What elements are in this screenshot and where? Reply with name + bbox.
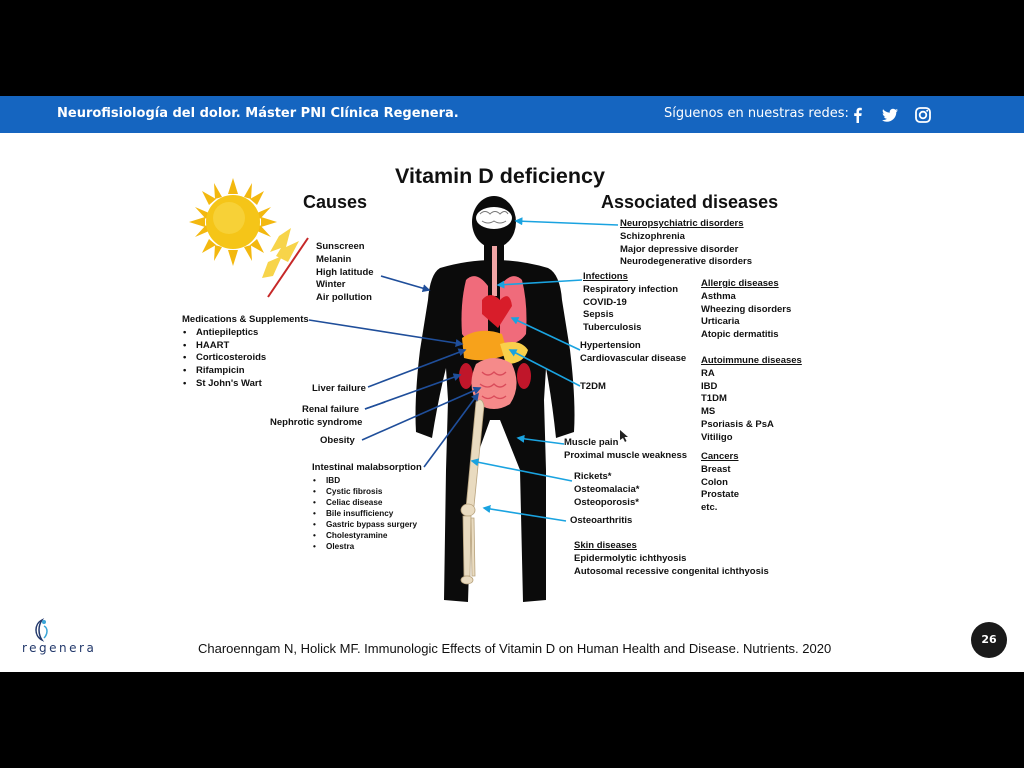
- intestinal-item: Bile insufficiency: [313, 508, 422, 519]
- skin-heading: Skin diseases: [574, 540, 637, 551]
- sun-icon: [189, 178, 277, 266]
- autoimmune-group: Autoimmune diseases RA IBD T1DM MS Psori…: [701, 355, 802, 445]
- medication-item: St John's Wart: [183, 378, 309, 391]
- regenera-logo: regenera: [20, 618, 94, 662]
- nephrotic-syndrome-label: Nephrotic syndrome: [270, 417, 363, 428]
- cause-item: Air pollution: [316, 292, 372, 304]
- disease-item: Respiratory infection: [583, 283, 679, 295]
- intestinal-item: Olestra: [313, 541, 422, 552]
- intestinal-heading: Intestinal malabsorption: [312, 462, 422, 473]
- hypertension-label: Hypertension: [580, 340, 641, 351]
- leg-bones-icon: [460, 399, 485, 585]
- disease-item: COVID-19: [583, 296, 627, 308]
- intestinal-item: IBD: [313, 475, 422, 486]
- disease-item: Vitiligo: [701, 431, 733, 443]
- t2dm-label: T2DM: [580, 381, 606, 392]
- allergic-group: Allergic diseases Asthma Wheezing disord…: [701, 278, 791, 342]
- disease-item: Breast: [701, 463, 731, 475]
- disease-item: Neurodegenerative disorders: [620, 256, 752, 268]
- cancers-heading: Cancers: [701, 451, 739, 462]
- muscle-group: Muscle pain Proximal muscle weakness: [564, 437, 687, 463]
- muscle-pain-label: Muscle pain: [564, 437, 619, 448]
- muscle-weakness-label: Proximal muscle weakness: [564, 449, 688, 461]
- blocked-sun-rays-icon: [262, 228, 309, 298]
- instagram-icon[interactable]: [913, 105, 933, 125]
- intestinal-item: Celiac disease: [313, 497, 422, 508]
- disease-item: Autosomal recessive congenital ichthyosi…: [574, 565, 769, 577]
- disease-item: Prostate: [701, 489, 740, 501]
- cancers-group: Cancers Breast Colon Prostate etc.: [701, 451, 739, 515]
- disease-item: Sepsis: [583, 309, 614, 321]
- disease-item: T1DM: [701, 393, 727, 405]
- disease-item: Urticaria: [701, 316, 740, 328]
- disease-item: Tuberculosis: [583, 322, 642, 334]
- disease-item: Schizophrenia: [620, 230, 685, 242]
- disease-item: Colon: [701, 476, 728, 488]
- cardiovascular-label: Cardiovascular disease: [580, 352, 687, 364]
- course-title: Neurofisiología del dolor. Máster PNI Cl…: [57, 106, 459, 121]
- top-banner: Neurofisiología del dolor. Máster PNI Cl…: [0, 96, 1024, 133]
- intestinal-malabsorption-group: Intestinal malabsorption IBD Cystic fibr…: [312, 462, 422, 552]
- cause-item: Melanin: [316, 253, 352, 265]
- social-label: Síguenos en nuestras redes:: [664, 106, 849, 121]
- bone-item: Osteoporosis*: [574, 496, 639, 508]
- regenera-logo-icon: [35, 618, 48, 642]
- environment-causes: Sunscreen Melanin High latitude Winter A…: [316, 241, 374, 305]
- medication-item: Rifampicin: [183, 365, 309, 378]
- disease-item: Epidermolytic ichthyosis: [574, 552, 687, 564]
- slide-title: Vitamin D deficiency: [395, 164, 605, 188]
- disease-item: MS: [701, 406, 716, 418]
- neuropsychiatric-group: Neuropsychiatric disorders Schizophrenia…: [620, 218, 752, 269]
- disease-item: Psoriasis & PsA: [701, 418, 774, 430]
- internal-organs-icon: [459, 246, 531, 409]
- causes-heading: Causes: [303, 192, 368, 212]
- brain-icon: [476, 207, 512, 229]
- medications-group: Medications & Supplements Antiepileptics…: [182, 314, 309, 391]
- citation: Charoenngam N, Holick MF. Immunologic Ef…: [198, 641, 832, 656]
- disease-item: IBD: [701, 380, 718, 392]
- disease-item: RA: [701, 367, 715, 379]
- mouse-cursor-icon: [620, 430, 628, 442]
- intestinal-item: Cystic fibrosis: [313, 486, 422, 497]
- associated-diseases-heading: Associated diseases: [601, 192, 779, 212]
- infections-heading: Infections: [583, 271, 628, 282]
- disease-item: Atopic dermatitis: [701, 329, 779, 341]
- obesity-label: Obesity: [320, 435, 355, 446]
- logo-text: regenera: [22, 641, 97, 655]
- cause-item: Winter: [316, 279, 346, 291]
- twitter-icon[interactable]: [880, 105, 900, 125]
- cardiovascular-group: Hypertension Cardiovascular disease: [580, 340, 686, 366]
- facebook-icon[interactable]: [848, 105, 868, 125]
- disease-item: Major depressive disorder: [620, 243, 739, 255]
- autoimmune-heading: Autoimmune diseases: [701, 355, 802, 366]
- bone-item: Rickets*: [574, 471, 612, 482]
- medication-item: Corticosteroids: [183, 352, 309, 365]
- intestinal-item: Cholestyramine: [313, 530, 422, 541]
- medications-heading: Medications & Supplements: [182, 314, 309, 325]
- skin-group: Skin diseases Epidermolytic ichthyosis A…: [574, 540, 769, 578]
- disease-item: etc.: [701, 502, 718, 514]
- renal-failure-label: Renal failure: [302, 404, 360, 415]
- bone-item: Osteomalacia*: [574, 483, 640, 495]
- liver-failure-label: Liver failure: [312, 383, 366, 394]
- cause-item: Sunscreen: [316, 241, 365, 252]
- cause-item: High latitude: [316, 266, 374, 278]
- infections-group: Infections Respiratory infection COVID-1…: [583, 271, 678, 335]
- page-number-badge: 26: [971, 622, 1007, 658]
- disease-item: Wheezing disorders: [701, 303, 792, 315]
- osteoarthritis-label: Osteoarthritis: [570, 515, 633, 526]
- disease-arrows: [470, 217, 619, 522]
- bone-group: Rickets* Osteomalacia* Osteoporosis*: [574, 471, 639, 509]
- cause-arrows: [308, 275, 482, 468]
- neuropsychiatric-heading: Neuropsychiatric disorders: [620, 218, 744, 229]
- intestinal-item: Gastric bypass surgery: [313, 519, 422, 530]
- medication-item: Antiepileptics: [183, 327, 309, 340]
- medication-item: HAART: [183, 340, 309, 353]
- disease-item: Asthma: [701, 290, 736, 302]
- allergic-heading: Allergic diseases: [701, 278, 779, 289]
